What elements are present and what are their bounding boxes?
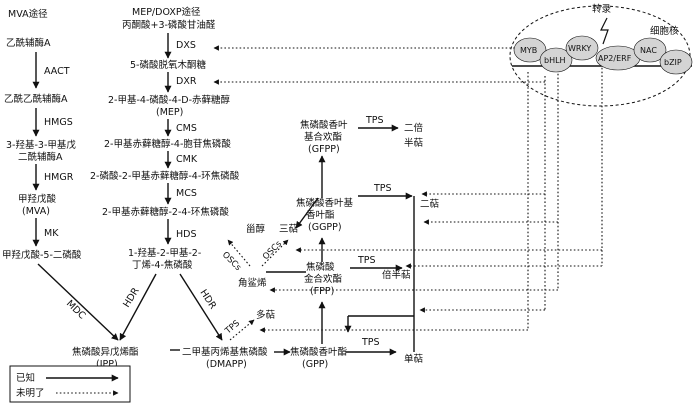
tps-label-poly: TPS (223, 319, 242, 337)
product-sterol: 甾醇 (246, 223, 266, 235)
nucleus-label: 细胞核 (650, 25, 679, 37)
mep-hmbpp-line1: 1-羟基-2-甲基-2- (128, 247, 201, 259)
product-squalene: 角鲨烯 (238, 277, 267, 289)
ggpp-node-line2: 香叶酯 (306, 210, 335, 221)
mva-mevalonate-5-pp: 甲羟戊酸-5-二磷酸 (2, 249, 82, 261)
fpp-node-line1: 焦磷酸 (306, 261, 335, 273)
mep-enzyme-hdr-dmapp: HDR (197, 288, 218, 312)
tf-nac-label: NAC (640, 46, 657, 55)
product-diterpene: 二萜 (420, 198, 440, 210)
mep-arrow-hdr-dmapp (179, 273, 223, 341)
mep-enzyme-hds: HDS (176, 229, 197, 240)
mva-pathway: MVA途径 乙酰辅酶A AACT 乙酰乙酰辅酶A HMGS 3-羟基-3-甲基戊… (2, 8, 119, 341)
mva-enzyme-hmgs: HMGS (44, 117, 73, 128)
gpp-node-line2: (GPP) (302, 359, 328, 370)
product-sester-line2: 半萜 (404, 137, 424, 149)
gfpp-node-line1: 焦磷酸香叶 (300, 119, 348, 131)
tf-wrky-label: WRKY (568, 44, 591, 53)
oscs-label-tri: OSCs (261, 239, 284, 262)
mep-dxp: 5-磷酸脱氧木酮糖 (130, 59, 206, 71)
mva-mevalonate-line1: 甲羟戊酸 (18, 193, 57, 205)
mep-arrow-hdr-ipp (119, 273, 157, 341)
mep-enzyme-dxs: DXS (176, 40, 196, 51)
product-monoterpene: 单萜 (404, 353, 424, 365)
transcription-lightning-icon (600, 17, 609, 45)
tf-bhlh-label: bHLH (544, 56, 566, 65)
squalene-to-tri-dotted (261, 239, 289, 267)
mva-acetyl-coa: 乙酰辅酶A (6, 37, 51, 49)
gfpp-node-line2: 基合欢酯 (304, 131, 343, 143)
mep-title: MEP/DOXP途径 (132, 6, 201, 18)
core-intermediates: 焦磷酸异戊烯酯 (IPP) 二甲基丙烯基焦磷酸 (DMAPP) 焦磷酸香叶酯 (… (72, 119, 354, 370)
mva-enzyme-hmgr: HMGR (44, 172, 74, 183)
mep-enzyme-cms: CMS (176, 123, 197, 134)
product-sester-line1: 二倍 (404, 122, 424, 134)
dmapp-node-line2: (DMAPP) (206, 359, 247, 370)
product-polyterpene: 多萜 (256, 309, 276, 321)
mep-hmbpp-line2: 丁烯-4-焦磷酸 (132, 259, 193, 271)
dmapp-to-poly-dotted (229, 319, 255, 341)
legend-known-label: 已知 (16, 372, 35, 384)
mep-cdp-me: 2-甲基赤藓糖醇-4-胞苷焦磷酸 (104, 138, 231, 150)
tps-label-fpp: TPS (357, 255, 376, 266)
mva-hmg-coa-line1: 3-羟基-3-甲基戊 (6, 139, 76, 151)
tf-wrky (565, 35, 599, 61)
gfpp-node-line3: (GFPP) (308, 144, 340, 155)
transcription-label: 转录 (592, 3, 612, 15)
ggpp-node-line3: (GGPP) (308, 222, 342, 233)
mep-substrates: 丙酮酸+3-磷酸甘油醛 (122, 19, 216, 31)
mva-mevalonate-line2: (MVA) (22, 206, 50, 217)
legend-box (9, 365, 131, 403)
fpp-node-line2: 金合欢酯 (304, 273, 343, 285)
mep-enzyme-dxr: DXR (176, 76, 197, 87)
mva-arrow-5 (37, 263, 119, 341)
legend-unknown-label: 未明了 (16, 387, 45, 399)
mep-mep-line2: (MEP) (156, 107, 183, 118)
dmapp-node-line1: 二甲基丙烯基焦磷酸 (182, 346, 268, 358)
ggpp-node-line1: 焦磷酸香叶基 (296, 197, 354, 209)
tf-myb (513, 37, 547, 63)
tps-label-gpp: TPS (361, 337, 380, 348)
transcription-factors: MYB bHLH WRKY AP2/ERF NAC bZIP (513, 35, 693, 75)
ipp-node-line2: (IPP) (96, 359, 118, 370)
legend: 已知 未明了 (9, 365, 131, 403)
fpp-node-line3: (FPP) (310, 286, 334, 297)
gpp-node-line1: 焦磷酸香叶酯 (290, 346, 348, 358)
product-triterpene: 三萜 (279, 223, 299, 235)
mva-enzyme-mdc: MDC (64, 298, 88, 322)
mva-enzyme-mk: MK (44, 228, 59, 239)
mva-enzyme-aact: AACT (44, 66, 70, 77)
tf-bzip-label: bZIP (664, 58, 682, 67)
tf-ap2-erf-label: AP2/ERF (598, 54, 632, 63)
tps-label-ggpp: TPS (373, 183, 392, 194)
tf-bzip (659, 49, 693, 75)
tf-myb-label: MYB (520, 46, 537, 55)
tf-bhlh (539, 47, 573, 73)
cell-nucleus: 细胞核 转录 MYB bHLH WRKY AP2/ERF NAC bZIP (509, 3, 693, 107)
mep-cdp-mep: 2-磷酸-2-甲基赤藓糖醇-4-环焦磷酸 (90, 170, 240, 182)
mva-hmg-coa-line2: 二酰辅酶A (18, 151, 63, 163)
regulation-lines (213, 45, 603, 352)
ipp-node-line1: 焦磷酸异戊烯酯 (72, 346, 139, 358)
mva-title: MVA途径 (8, 8, 48, 20)
mep-mep-line1: 2-甲基-4-磷酸-4-D-赤藓糖醇 (108, 94, 231, 106)
mep-mecpp: 2-甲基赤藓糖醇-2-4-环焦磷酸 (102, 206, 229, 218)
mep-enzyme-mcs: MCS (176, 188, 197, 199)
mep-enzyme-cmk: CMK (176, 154, 198, 165)
product-sesquiterpene: 倍半萜 (382, 269, 411, 281)
ggpp-to-tri-arrow (295, 197, 319, 229)
tps-label-gfpp: TPS (365, 115, 384, 126)
tf-nac (633, 37, 667, 63)
mva-acetoacetyl-coa: 乙酰乙酰辅酶A (4, 93, 68, 105)
mep-pathway: MEP/DOXP途径 丙酮酸+3-磷酸甘油醛 DXS 5-磷酸脱氧木酮糖 DXR… (90, 6, 240, 341)
